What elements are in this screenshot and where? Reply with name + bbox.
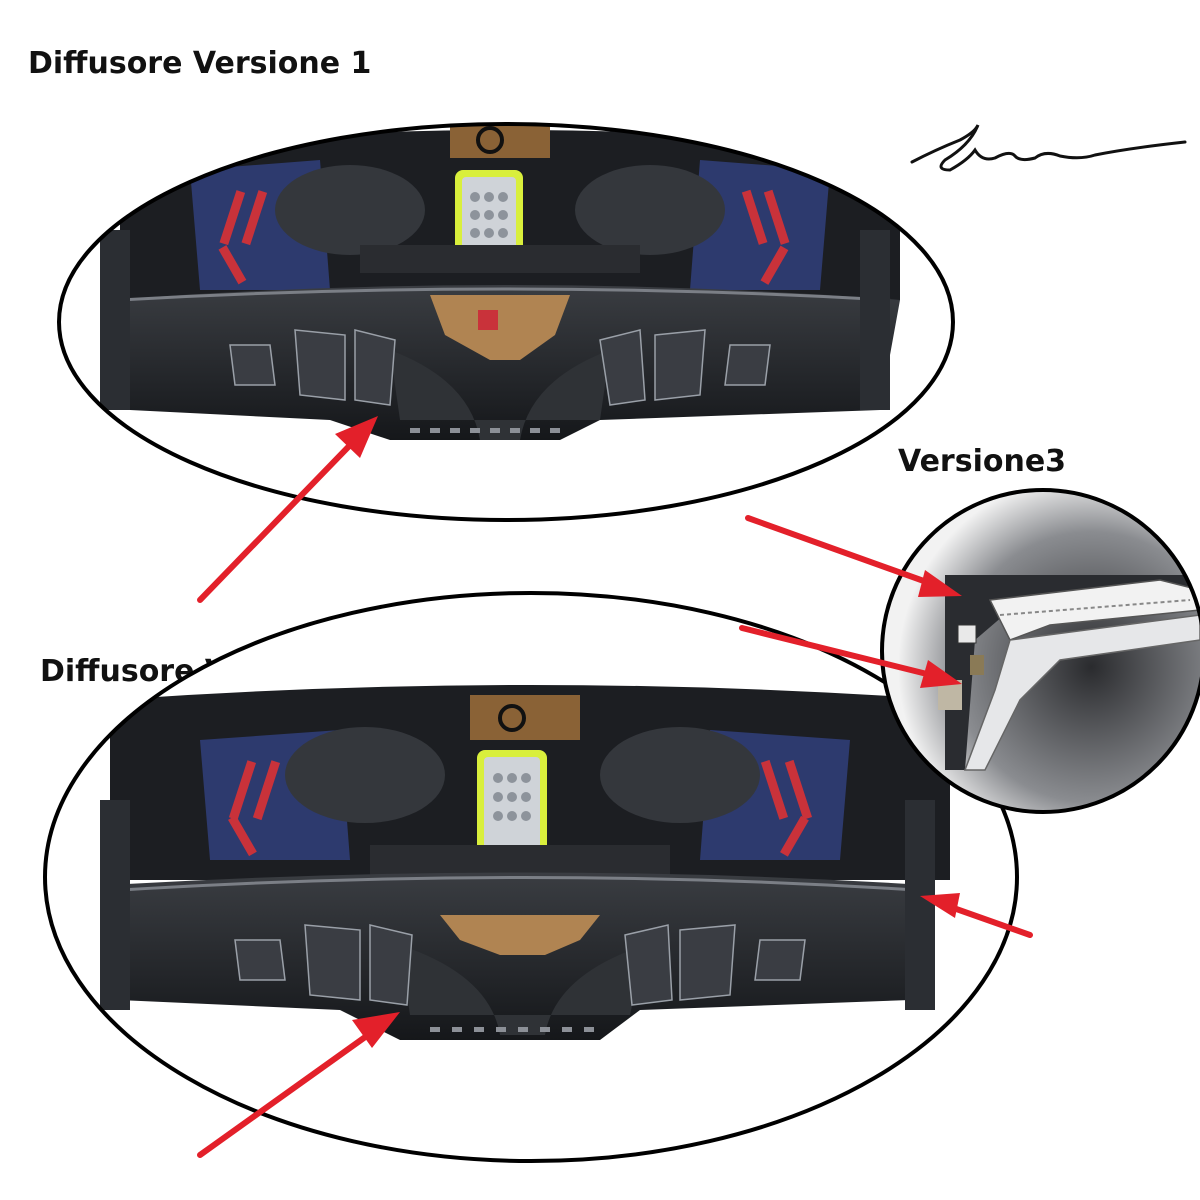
diffuser-version-1-panel xyxy=(59,118,953,524)
diffuser-version-2-drawing xyxy=(45,593,1017,1161)
diffuser-version-3-panel xyxy=(882,490,1200,812)
diffuser-version-2-panel xyxy=(45,593,1017,1161)
artist-signature xyxy=(912,125,1185,170)
